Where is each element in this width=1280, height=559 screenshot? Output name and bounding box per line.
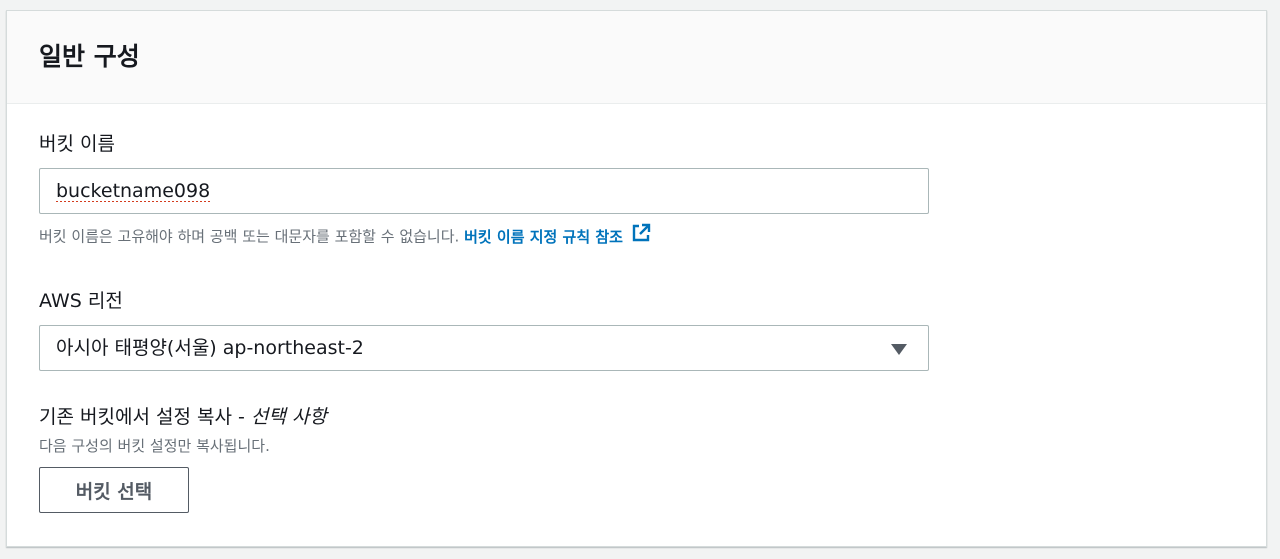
copy-settings-label: 기존 버킷에서 설정 복사 - 선택 사항	[39, 405, 327, 429]
panel-title: 일반 구성	[39, 42, 140, 71]
bucket-name-hint-text: 버킷 이름은 고유해야 하며 공백 또는 대문자를 포함할 수 없습니다.	[39, 227, 460, 246]
copy-settings-hint: 다음 구성의 버킷 설정만 복사됩니다.	[39, 437, 270, 455]
aws-region-select[interactable]: 아시아 태평양(서울) ap-northeast-2	[39, 325, 929, 371]
aws-region-selected-value: 아시아 태평양(서울) ap-northeast-2	[56, 337, 364, 359]
panel-header: 일반 구성	[7, 11, 1266, 104]
optional-tag: 선택 사항	[250, 406, 327, 428]
bucket-naming-rules-link-text: 버킷 이름 지정 규칙 참조	[464, 227, 623, 246]
general-configuration-panel: 일반 구성 버킷 이름 버킷 이름은 고유해야 하며 공백 또는 대문자를 포함…	[6, 10, 1267, 547]
bucket-name-hint: 버킷 이름은 고유해야 하며 공백 또는 대문자를 포함할 수 없습니다. 버킷…	[39, 223, 651, 248]
aws-region-label: AWS 리전	[39, 290, 123, 312]
bucket-name-input[interactable]	[39, 168, 929, 214]
bucket-name-label: 버킷 이름	[39, 133, 115, 155]
copy-settings-label-text: 기존 버킷에서 설정 복사 -	[39, 406, 251, 428]
bucket-naming-rules-link[interactable]: 버킷 이름 지정 규칙 참조	[464, 223, 651, 246]
choose-bucket-button[interactable]: 버킷 선택	[39, 467, 189, 513]
caret-down-icon	[891, 344, 907, 355]
external-link-icon	[631, 223, 651, 248]
